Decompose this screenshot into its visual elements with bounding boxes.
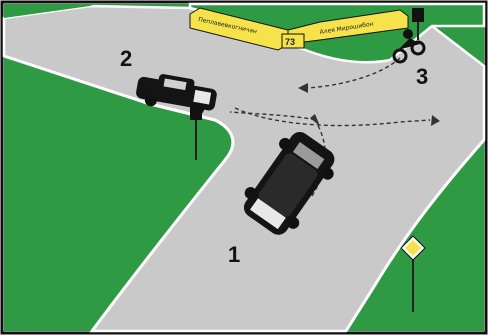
sign-route-number: 73 [285,37,295,47]
motorcycle-3-number: 3 [416,64,428,89]
car-2-number: 2 [120,46,132,71]
car-1-number: 1 [228,242,240,267]
